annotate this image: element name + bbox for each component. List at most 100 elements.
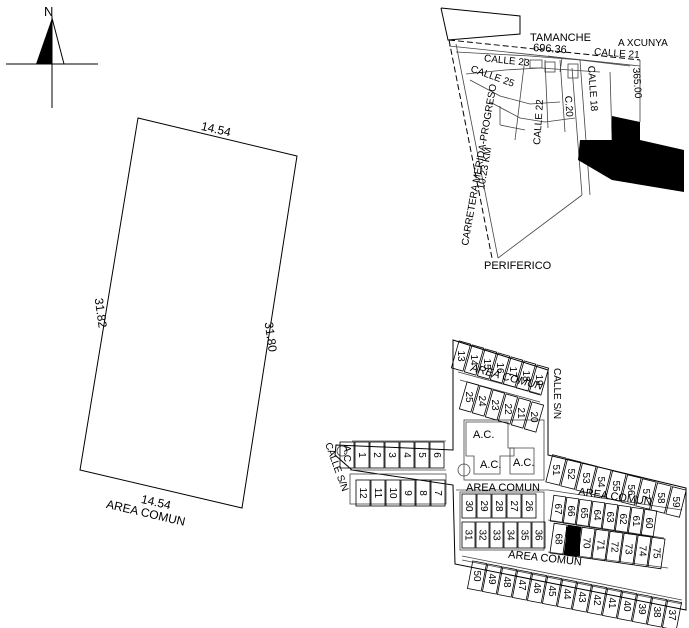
lot-bottom-dim: 14.54 [140, 492, 173, 512]
lot-cell: 1 [354, 441, 370, 469]
lot-cell: 56 [620, 474, 642, 506]
lot-number: 31 [463, 529, 474, 541]
lot-number: 23 [489, 399, 500, 411]
lot-number: 8 [417, 490, 428, 496]
lot-right-dim: 31.80 [262, 321, 280, 353]
lot-cell: 29 [476, 493, 492, 519]
site-label-ac-1: A.C. [473, 429, 494, 441]
lot-box [384, 441, 400, 469]
lot-box [549, 522, 568, 556]
lot-box [400, 479, 416, 507]
lot-cell: 69 [563, 524, 582, 558]
lot-box [466, 560, 488, 592]
lot-box [415, 479, 431, 507]
lot-box [523, 401, 545, 433]
lot-box [605, 530, 624, 564]
lot-box [484, 389, 506, 421]
lot-cell: 21 [510, 397, 532, 429]
lot-box [556, 578, 578, 610]
lot-number: 55 [610, 480, 621, 492]
lot-number: 4 [401, 452, 412, 458]
lot-box [661, 599, 683, 628]
lot-number: 46 [531, 582, 542, 594]
lot-box [541, 575, 563, 607]
lot-box [399, 441, 415, 469]
lot-cell: 36 [531, 521, 546, 549]
lot-box [369, 441, 385, 469]
lot-number: 34 [505, 529, 516, 541]
lot-cell: 42 [586, 584, 608, 616]
lot-cell: 44 [556, 578, 578, 610]
lot-cell: 25 [458, 381, 480, 413]
lot-box [339, 441, 355, 469]
lot-box [354, 441, 370, 469]
lot-box [414, 441, 430, 469]
lot-box [620, 474, 642, 506]
lot-box [526, 572, 548, 604]
lot-cell: 73 [619, 532, 638, 566]
lot-number: 60 [643, 517, 654, 529]
lot-cell: 63 [601, 502, 619, 532]
lot-number: 36 [533, 529, 544, 541]
map-label-periferico: PERIFERICO [484, 260, 552, 272]
lot-number: 24 [476, 395, 487, 407]
lot-cell: 68 [549, 522, 568, 556]
lot-number: 22 [502, 403, 513, 415]
lot-box [575, 498, 593, 528]
lot-cell: 15 [476, 348, 498, 380]
lot-cell: 61 [627, 506, 645, 536]
map-label-dist-right: 365.00 [630, 67, 643, 99]
lot-top-dim: 14.54 [200, 119, 233, 139]
lot-box [640, 508, 658, 538]
lot-number: 16 [494, 362, 505, 374]
lot-box [627, 506, 645, 536]
lot-cell: 49 [481, 563, 503, 595]
lot-box [562, 496, 580, 526]
lot-number: 50 [471, 570, 482, 582]
lot-number: 58 [655, 492, 666, 504]
lot-box [385, 479, 401, 507]
lot-cell: 39 [631, 593, 653, 625]
lot-number: 26 [523, 500, 534, 512]
lot-number: 11 [372, 488, 383, 499]
lot-box [665, 486, 687, 518]
lot-number: 64 [591, 509, 602, 521]
lot-cell: 12 [355, 479, 371, 507]
lot-number: 29 [478, 500, 489, 512]
lot-number: 25 [463, 391, 474, 403]
lot-number: 70 [581, 537, 592, 549]
lot-number: 49 [486, 573, 497, 585]
lot-box [489, 352, 511, 384]
lot-number: 66 [565, 505, 576, 517]
lot-number: 73 [623, 543, 634, 555]
lot-box [601, 502, 619, 532]
lot-cell: 66 [562, 496, 580, 526]
lot-cell: 60 [640, 508, 658, 538]
lot-box [601, 587, 623, 619]
lot-cell: 7 [430, 479, 446, 507]
lot-box [515, 360, 537, 392]
lot-cell: 67 [549, 494, 567, 524]
lot-cell: 37 [661, 599, 683, 628]
lot-cell: 75 [647, 536, 666, 570]
lot-cell: A.C. [339, 441, 355, 469]
lot-outline [79, 117, 298, 509]
lot-box [545, 454, 567, 486]
lot-number: 41 [606, 597, 617, 609]
lot-number: 9 [402, 490, 413, 496]
lot-cell: 64 [588, 500, 606, 530]
north-arrow-icon [6, 16, 98, 108]
lot-box [430, 479, 446, 507]
lot-number: 62 [617, 513, 628, 525]
lot-box [489, 521, 504, 549]
lot-cell: 14 [463, 344, 485, 376]
lot-number: 39 [636, 603, 647, 615]
lot-cell: 33 [489, 521, 504, 549]
lot-box [531, 521, 546, 549]
lot-cell: 22 [497, 393, 519, 425]
lot-box [528, 364, 550, 396]
lot-box [458, 381, 480, 413]
lot-cell: 27 [506, 493, 522, 519]
lot-box [476, 348, 498, 380]
